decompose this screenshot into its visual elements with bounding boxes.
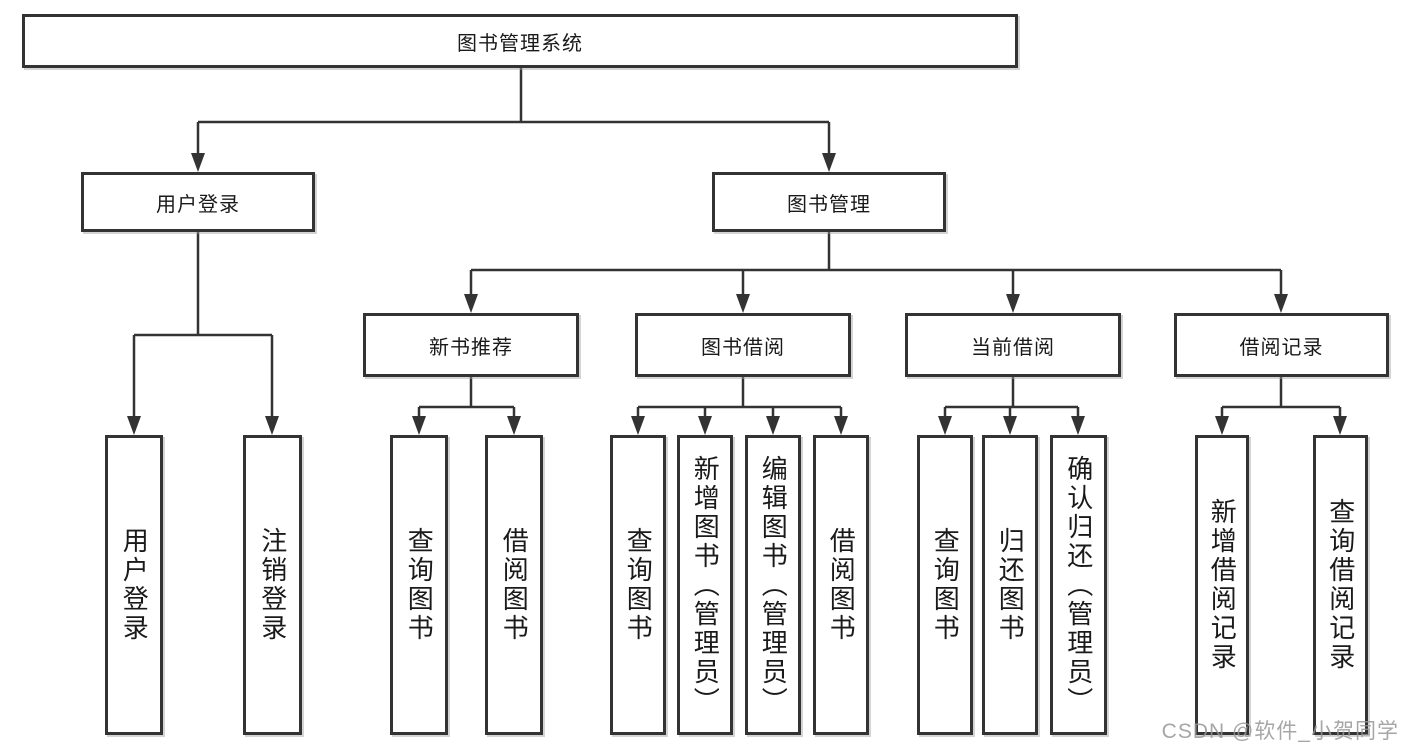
node-leaf-add-books-admin-label: 新增图书（管理员） [690,454,721,716]
node-leaf-add-books-admin: 新增图书（管理员） [677,435,733,735]
node-borrow-records-label: 借阅记录 [1239,336,1324,359]
connector-arrowheads [127,153,1347,435]
node-new-book-recommend: 新书推荐 [363,313,579,377]
node-book-borrow: 图书借阅 [635,313,851,377]
node-leaf-add-borrow-record-label: 新增借阅记录 [1207,498,1238,672]
node-leaf-query-books-recommend-label: 查询图书 [404,527,435,643]
node-leaf-logout: 注销登录 [243,435,302,735]
node-leaf-user-login: 用户登录 [105,435,163,735]
node-leaf-add-borrow-record: 新增借阅记录 [1195,435,1249,735]
node-leaf-return-books-label: 归还图书 [995,527,1026,643]
node-leaf-return-books: 归还图书 [982,435,1038,735]
node-current-borrow-label: 当前借阅 [971,336,1055,359]
node-user-login: 用户登录 [81,172,315,232]
node-leaf-borrow-books-label: 借阅图书 [826,527,857,643]
node-leaf-logout-label: 注销登录 [257,527,288,643]
node-leaf-borrow-books-recommend-label: 借阅图书 [499,527,530,643]
node-borrow-records: 借阅记录 [1174,313,1389,377]
node-leaf-query-borrow-record-label: 查询借阅记录 [1325,498,1356,672]
node-leaf-query-books-current: 查询图书 [917,435,973,735]
node-user-login-label: 用户登录 [156,193,240,216]
node-leaf-confirm-return-admin-label: 确认归还（管理员） [1063,454,1094,716]
node-leaf-edit-books-admin-label: 编辑图书（管理员） [758,454,789,716]
node-leaf-query-books-borrow-label: 查询图书 [623,527,654,643]
connector-stems [132,68,1342,419]
node-new-book-recommend-label: 新书推荐 [429,336,513,359]
node-leaf-confirm-return-admin: 确认归还（管理员） [1050,435,1107,735]
node-leaf-query-books-current-label: 查询图书 [930,527,961,643]
node-leaf-borrow-books: 借阅图书 [813,435,869,735]
node-leaf-edit-books-admin: 编辑图书（管理员） [745,435,801,735]
node-book-borrow-label: 图书借阅 [701,336,785,359]
node-root-system-label: 图书管理系统 [457,32,583,55]
node-book-management: 图书管理 [712,172,946,232]
node-root-system: 图书管理系统 [22,14,1018,68]
node-current-borrow: 当前借阅 [905,313,1121,377]
node-leaf-query-books-borrow: 查询图书 [610,435,666,735]
node-leaf-query-borrow-record: 查询借阅记录 [1313,435,1368,735]
node-leaf-borrow-books-recommend: 借阅图书 [485,435,543,735]
node-leaf-user-login-label: 用户登录 [119,527,150,643]
node-leaf-query-books-recommend: 查询图书 [390,435,448,735]
node-book-management-label: 图书管理 [787,193,871,216]
